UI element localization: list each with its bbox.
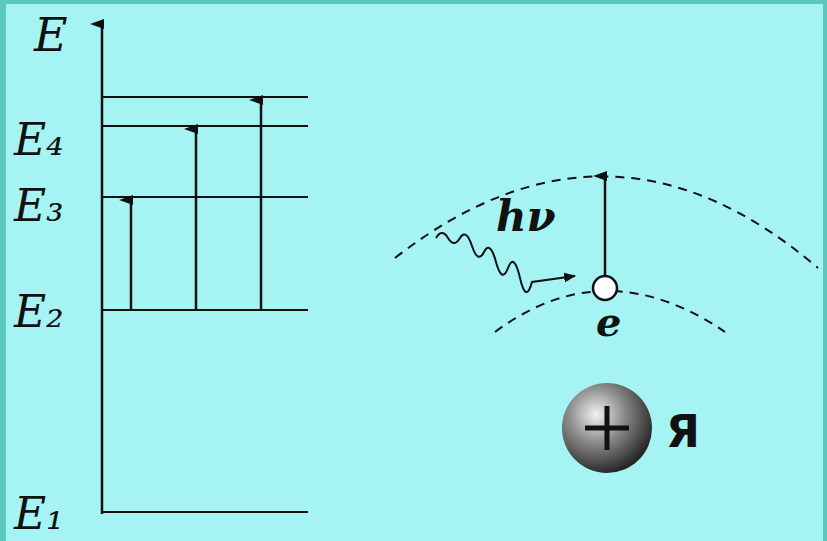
level-label: E₁ [14, 492, 64, 536]
energy-levels [102, 97, 308, 512]
frame-top [0, 0, 827, 4]
axis-label: E [34, 12, 68, 58]
electron-label: e [596, 302, 621, 342]
level-label: E₃ [14, 184, 64, 228]
photon-label: hν [496, 196, 556, 238]
frame-left [0, 0, 6, 541]
nucleus [562, 383, 652, 473]
level-label: E₄ [14, 118, 64, 162]
electron [593, 276, 617, 300]
photon-wave [436, 233, 575, 292]
transition-arrows [131, 100, 261, 310]
outer-orbit [395, 176, 818, 268]
plus-sign [585, 406, 629, 450]
frame-right [823, 0, 827, 541]
jump-arrow [604, 176, 607, 276]
level-label: E₂ [14, 290, 64, 334]
nucleus-label: Я [666, 410, 700, 454]
